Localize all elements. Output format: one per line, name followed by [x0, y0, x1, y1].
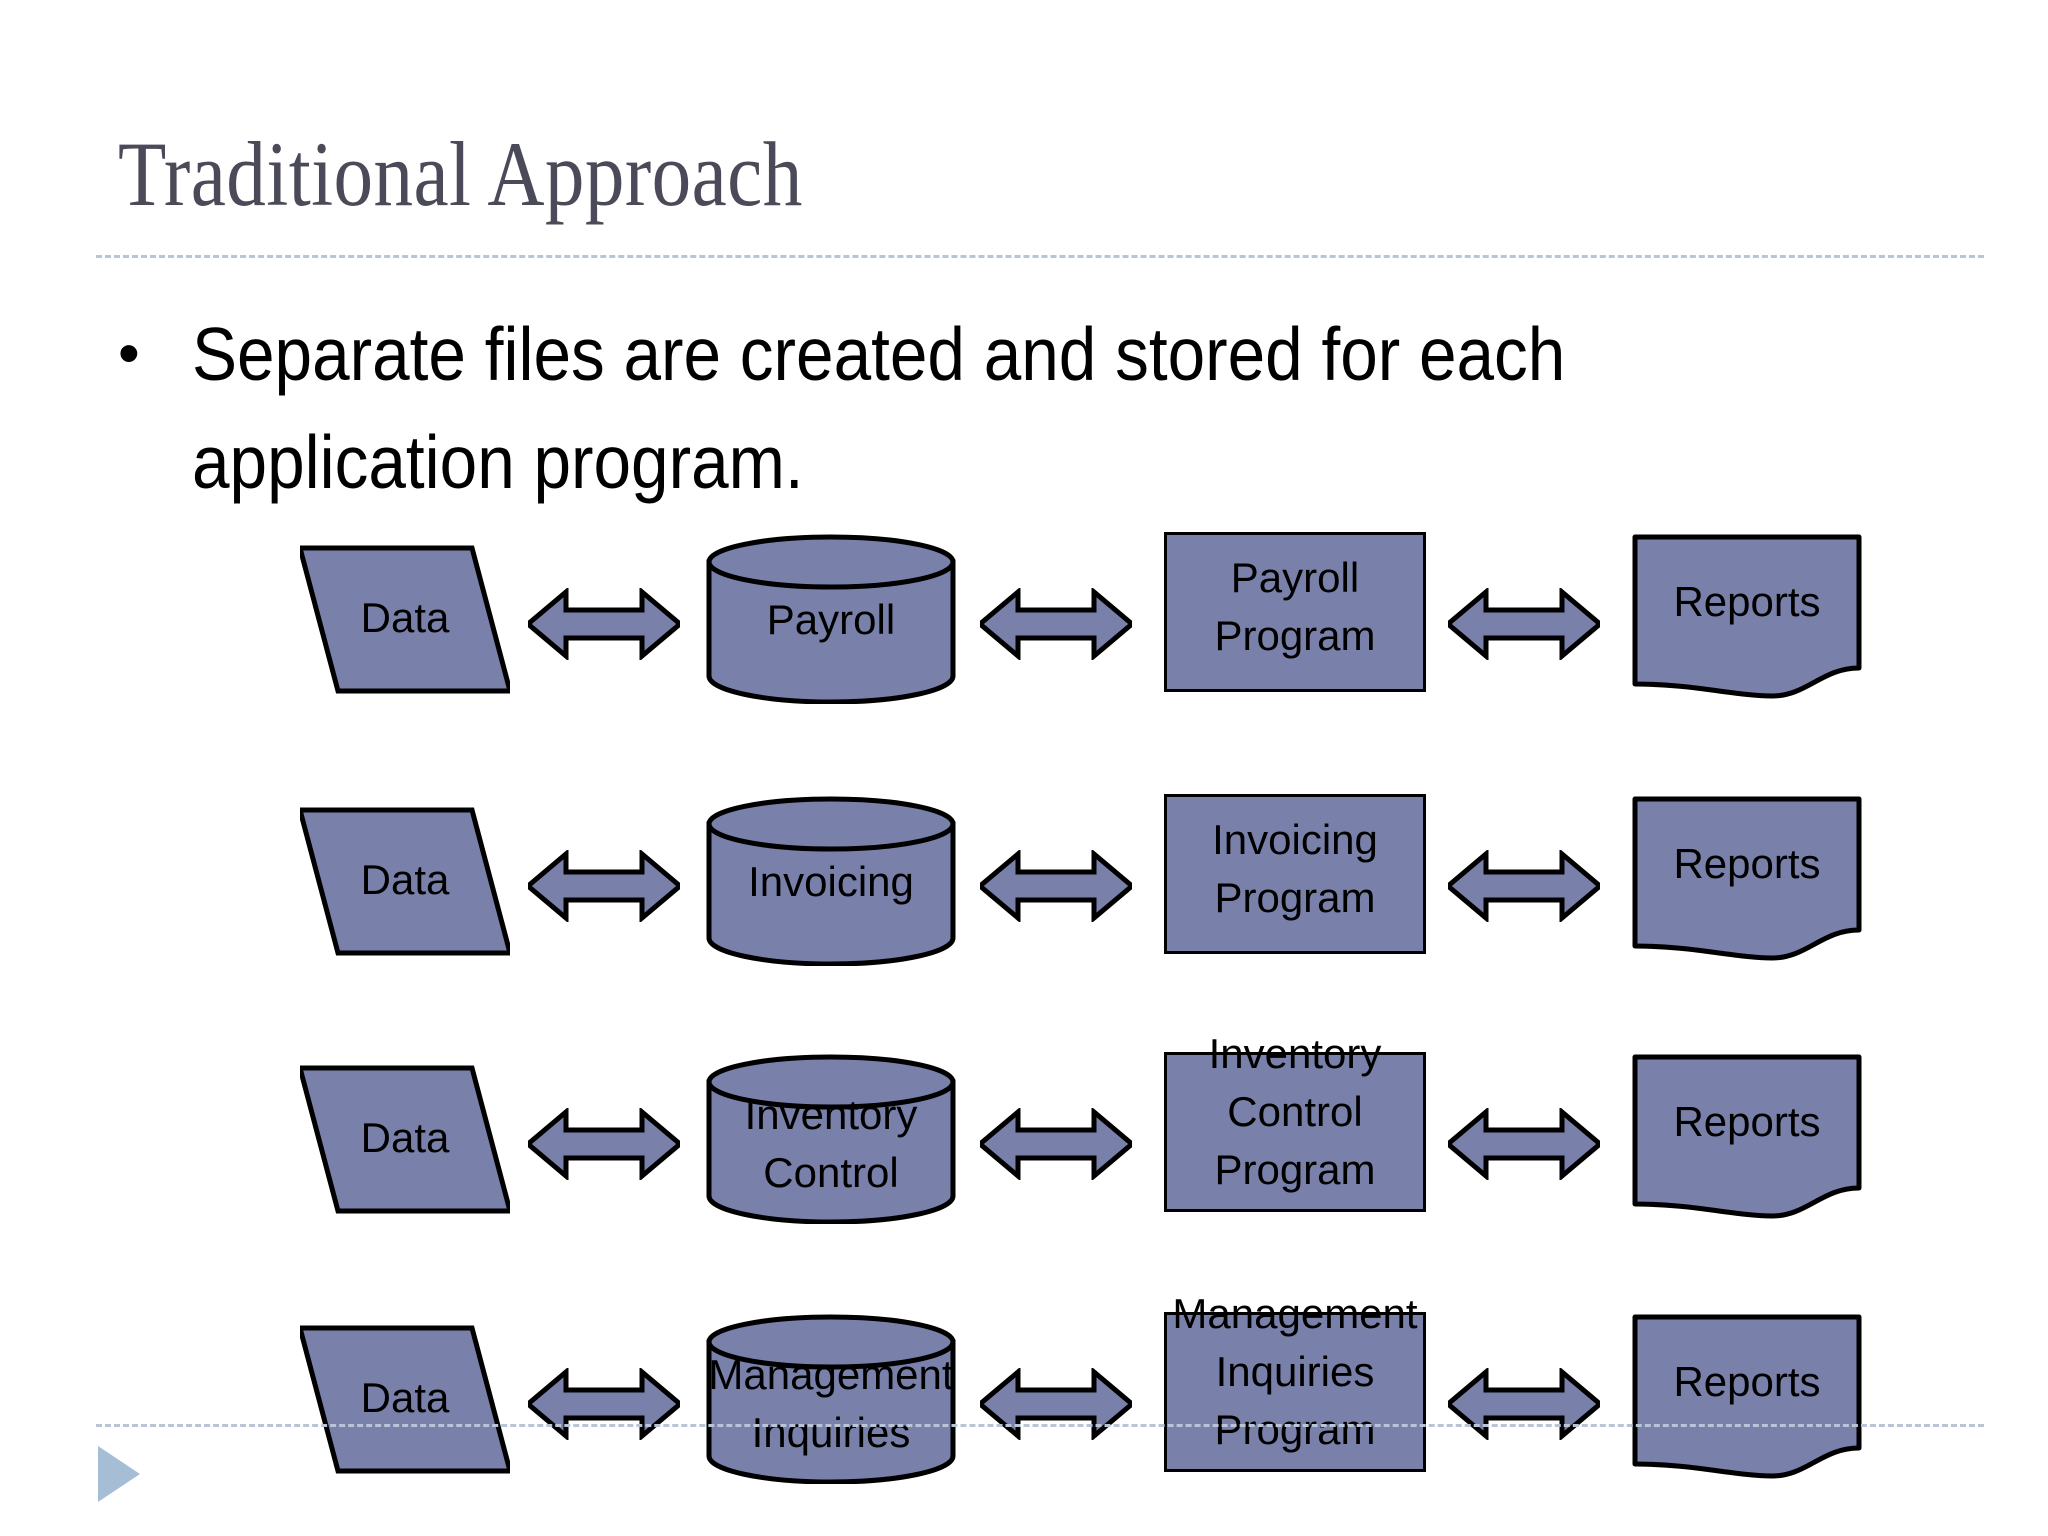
database-cylinder-payroll[interactable]: Payroll — [706, 534, 956, 704]
play-triangle-icon[interactable] — [98, 1446, 140, 1502]
flow-row-invoicing: Data Invoicing Invoicing — [0, 782, 2048, 1052]
program-label-line-3: Program — [1214, 1406, 1376, 1453]
double-arrow-data-to-store — [528, 1368, 680, 1440]
flow-row-inventory-control: Data Inventory Control — [0, 1030, 2048, 1310]
title-divider — [96, 255, 1984, 258]
bullet-line-2: application program. — [118, 408, 1948, 516]
database-cylinder-management[interactable]: Management Inquiries — [706, 1314, 956, 1484]
double-arrow-data-to-store — [528, 588, 680, 660]
program-label-line-3: Program — [1214, 1146, 1376, 1193]
double-arrow-program-to-reports — [1448, 588, 1600, 660]
data-parallelogram-management[interactable]: Data — [300, 1324, 510, 1474]
program-rectangle-inventory[interactable]: Inventory Control Program — [1164, 1030, 1426, 1212]
double-arrow-store-to-program — [980, 1368, 1132, 1440]
reports-document-management[interactable]: Reports — [1632, 1314, 1862, 1484]
bullet-text-line-1: Separate files are created and stored fo… — [192, 312, 1566, 396]
flow-row-payroll: Data Payroll Payroll — [0, 520, 2048, 790]
reports-document-inventory[interactable]: Reports — [1632, 1054, 1862, 1224]
double-arrow-store-to-program — [980, 588, 1132, 660]
program-rectangle-management[interactable]: Management Inquiries Program — [1164, 1290, 1426, 1472]
body-text-block: • Separate files are created and stored … — [118, 300, 1948, 516]
data-parallelogram-payroll[interactable]: Data — [300, 544, 510, 694]
double-arrow-store-to-program — [980, 850, 1132, 922]
bullet-marker-icon: • — [118, 319, 140, 388]
flow-row-management-inquiries: Data Management Inquiries — [0, 1290, 2048, 1536]
reports-document-payroll[interactable]: Reports — [1632, 534, 1862, 704]
double-arrow-program-to-reports — [1448, 1108, 1600, 1180]
database-cylinder-invoicing[interactable]: Invoicing — [706, 796, 956, 966]
reports-document-invoicing[interactable]: Reports — [1632, 796, 1862, 966]
data-parallelogram-invoicing[interactable]: Data — [300, 806, 510, 956]
data-parallelogram-inventory[interactable]: Data — [300, 1064, 510, 1214]
double-arrow-data-to-store — [528, 850, 680, 922]
database-cylinder-inventory[interactable]: Inventory Control — [706, 1054, 956, 1224]
program-label-line-2: Control — [1227, 1088, 1363, 1135]
program-rectangle-payroll[interactable]: Payroll Program — [1164, 532, 1426, 692]
program-label-line-2: Program — [1214, 874, 1376, 921]
program-rectangle-invoicing[interactable]: Invoicing Program — [1164, 794, 1426, 954]
program-label-line-1: Invoicing — [1212, 816, 1378, 863]
bullet-text-line-2: application program. — [192, 420, 804, 504]
double-arrow-data-to-store — [528, 1108, 680, 1180]
program-label-line-2: Inquiries — [1215, 1348, 1375, 1395]
double-arrow-program-to-reports — [1448, 1368, 1600, 1440]
double-arrow-store-to-program — [980, 1108, 1132, 1180]
program-label-line-1: Payroll — [1230, 554, 1360, 601]
double-arrow-program-to-reports — [1448, 850, 1600, 922]
bullet-line-1: • Separate files are created and stored … — [118, 300, 1948, 408]
footer-divider — [96, 1424, 1984, 1427]
program-label-line-2: Program — [1214, 612, 1376, 659]
page-title: Traditional Approach — [118, 123, 803, 225]
